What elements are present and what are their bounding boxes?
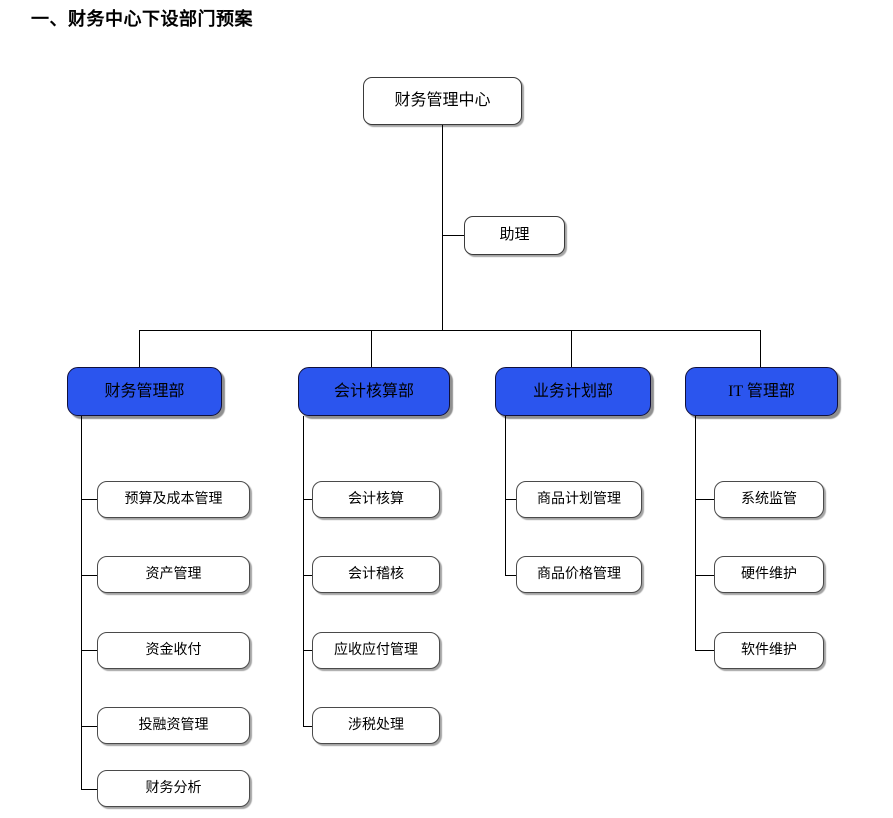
node-department-business-plan[interactable]: 业务计划部 <box>495 367 651 416</box>
connector-assistant-stub <box>442 235 464 237</box>
connector-spine-col-2 <box>303 416 305 727</box>
connector-stub-c3-2 <box>505 575 516 577</box>
connector-stub-c4-1 <box>695 499 714 501</box>
connector-spine-col-3 <box>505 416 507 575</box>
node-leaf-hardware-maintenance[interactable]: 硬件维护 <box>714 556 824 593</box>
connector-stub-c2-3 <box>303 650 312 652</box>
node-leaf-financial-analysis[interactable]: 财务分析 <box>97 770 250 807</box>
node-leaf-budget-cost-management[interactable]: 预算及成本管理 <box>97 481 250 518</box>
connector-stub-c2-1 <box>303 499 312 501</box>
node-department-accounting[interactable]: 会计核算部 <box>298 367 450 416</box>
node-leaf-receivable-payable-management[interactable]: 应收应付管理 <box>312 632 440 669</box>
connector-drop-dept-2 <box>371 330 373 367</box>
node-leaf-merchandise-price-management[interactable]: 商品价格管理 <box>516 556 642 593</box>
connector-stub-c4-2 <box>695 575 714 577</box>
connector-stub-c1-5 <box>81 789 97 791</box>
node-assistant[interactable]: 助理 <box>464 216 565 255</box>
connector-spine-col-1 <box>81 416 83 790</box>
node-leaf-asset-management[interactable]: 资产管理 <box>97 556 250 593</box>
connector-spine-col-4 <box>695 416 697 651</box>
connector-stub-c1-3 <box>81 650 97 652</box>
node-leaf-merchandise-plan-management[interactable]: 商品计划管理 <box>516 481 642 518</box>
connector-stub-c3-1 <box>505 499 516 501</box>
connector-stub-c1-1 <box>81 499 97 501</box>
node-department-finance-management[interactable]: 财务管理部 <box>67 367 222 416</box>
connector-department-bus <box>139 330 761 332</box>
node-department-it-management[interactable]: IT 管理部 <box>685 367 838 416</box>
connector-stub-c2-4 <box>303 726 312 728</box>
node-leaf-system-supervision[interactable]: 系统监管 <box>714 481 824 518</box>
node-leaf-accounting-audit[interactable]: 会计稽核 <box>312 556 440 593</box>
connector-stub-c2-2 <box>303 575 312 577</box>
node-leaf-tax-processing[interactable]: 涉税处理 <box>312 707 440 744</box>
connector-drop-dept-1 <box>139 330 141 367</box>
node-leaf-accounting[interactable]: 会计核算 <box>312 481 440 518</box>
page-title: 一、财务中心下设部门预案 <box>31 9 253 29</box>
connector-drop-dept-4 <box>760 330 762 367</box>
connector-drop-dept-3 <box>571 330 573 367</box>
connector-stub-c4-3 <box>695 650 714 652</box>
connector-stub-c1-2 <box>81 575 97 577</box>
connector-root-trunk <box>442 125 444 330</box>
node-leaf-investment-financing-management[interactable]: 投融资管理 <box>97 707 250 744</box>
node-root-finance-center[interactable]: 财务管理中心 <box>363 77 522 125</box>
node-leaf-fund-receipt-payment[interactable]: 资金收付 <box>97 632 250 669</box>
connector-stub-c1-4 <box>81 726 97 728</box>
node-leaf-software-maintenance[interactable]: 软件维护 <box>714 632 824 669</box>
